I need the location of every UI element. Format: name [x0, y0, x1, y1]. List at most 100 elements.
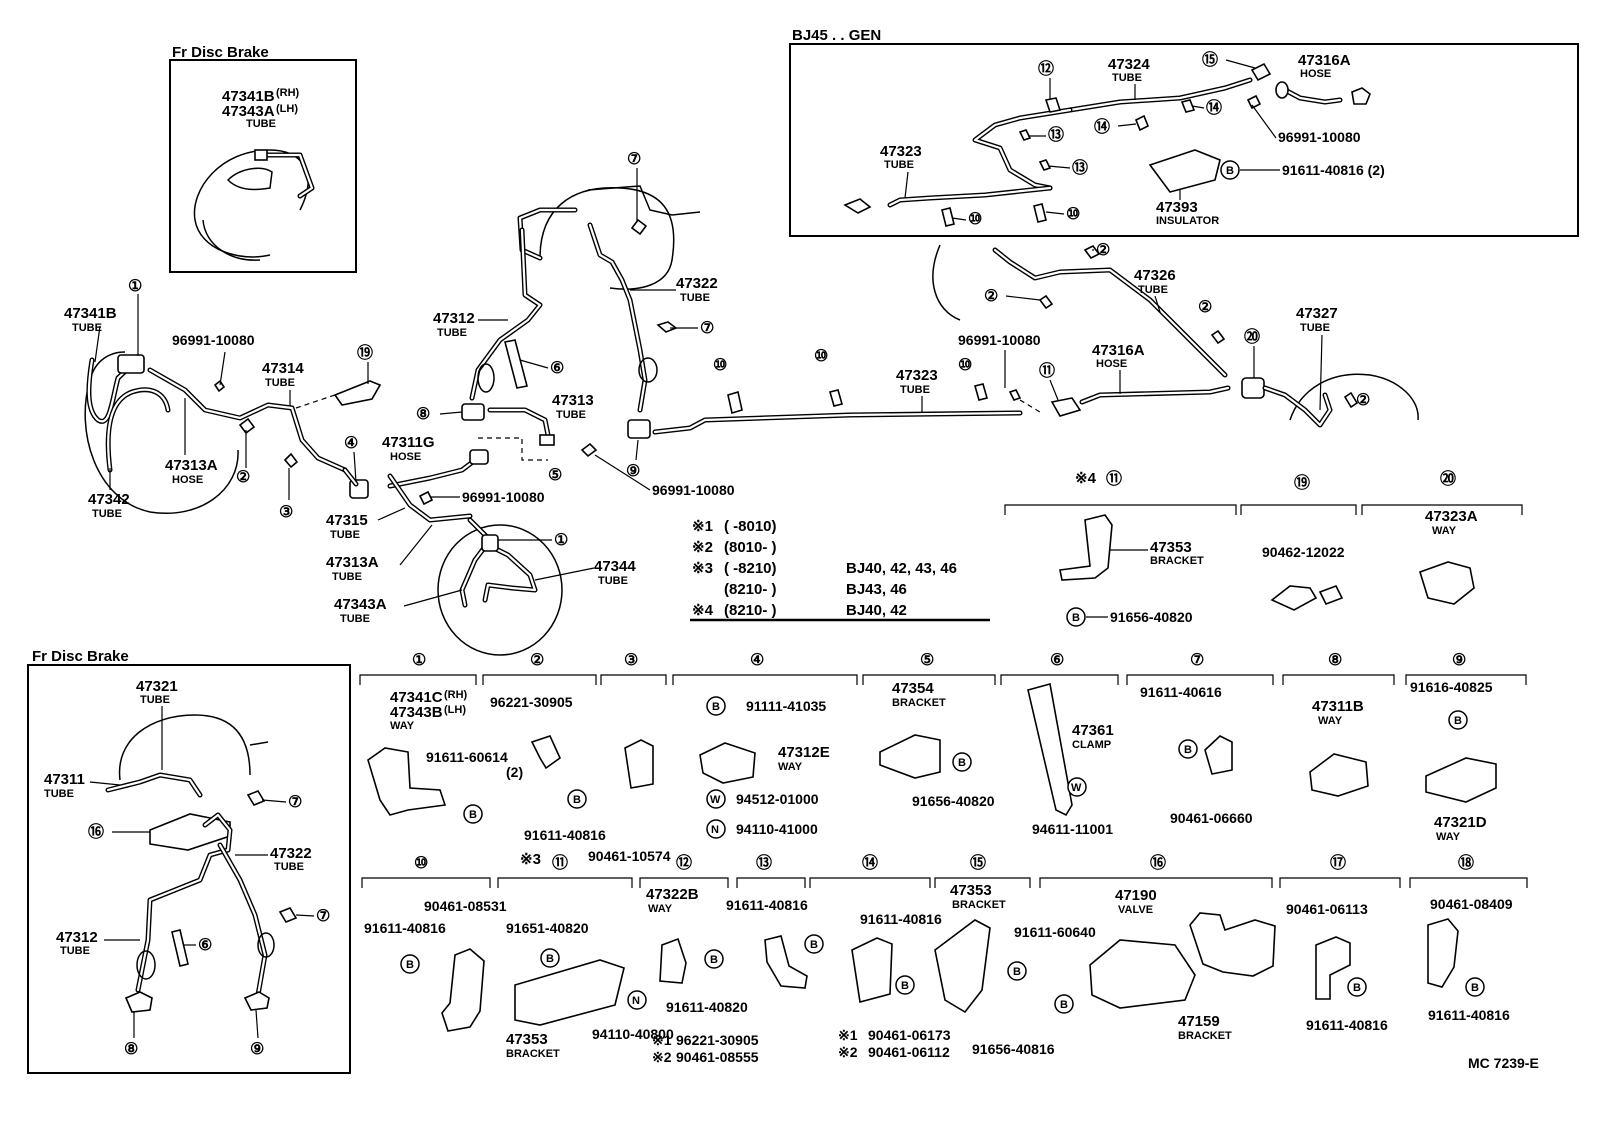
lbl-47316A-main: 47316A	[1092, 342, 1145, 359]
reference-marks: ① ② ③ ④ ⑤ ⑥ ⑦ ⑦ ⑧ ⑨ ⑩ ⑩ ⑩ ⑪ ② ② ② ⑳ ② ⑲ …	[88, 50, 1474, 1058]
d4-w-pn: 94512-01000	[736, 791, 819, 807]
dr3-ref-13: ⑬	[756, 853, 772, 872]
bd-lbl-47311-type: TUBE	[44, 788, 74, 800]
d9-pn2: 47321D	[1434, 814, 1487, 831]
lbl-47344-type: TUBE	[598, 575, 628, 587]
ref-1-b: ①	[554, 532, 568, 549]
d16-type2: BRACKET	[1178, 1030, 1232, 1042]
note2-mark: ※2	[692, 539, 713, 556]
bj-ref-13-b: ⑬	[1072, 158, 1088, 177]
ref-3-a: ③	[279, 504, 293, 521]
lbl-96991-mid: 96991-10080	[462, 489, 545, 505]
d13-pn: 91611-40816	[726, 897, 808, 913]
d4-n-pn: 94110-41000	[736, 821, 818, 837]
d1-pn1: 47341C	[390, 689, 443, 706]
lbl-47313A-mid-type: TUBE	[332, 571, 362, 583]
d16-b-pn: 91611-60640	[1014, 924, 1096, 940]
d11-n-circle: N	[632, 995, 640, 1007]
d4-type: WAY	[778, 761, 803, 773]
dr3-ref-17: ⑰	[1330, 853, 1346, 872]
d1-pn2: 47343B	[390, 704, 443, 721]
dr2-ref-3: ③	[624, 652, 638, 669]
lbl-47327-type: TUBE	[1300, 322, 1330, 334]
ref-20-a: ⑳	[1244, 327, 1260, 346]
d8-type: WAY	[1318, 715, 1343, 727]
top-disc-type: TUBE	[246, 118, 276, 130]
d10-b-circle: B	[406, 959, 414, 971]
d9-pn: 91616-40825	[1410, 679, 1493, 695]
ref-19-a: ⑲	[357, 343, 373, 362]
lbl-47314-type: TUBE	[265, 377, 295, 389]
d16-pn: 47190	[1115, 887, 1157, 904]
lbl-47341B-type: TUBE	[72, 322, 102, 334]
lbl-47343A: 47343A	[334, 596, 387, 613]
lbl-47327: 47327	[1296, 305, 1338, 322]
lbl-47315: 47315	[326, 512, 368, 529]
note4-range: (8210- )	[724, 581, 777, 598]
d4-b-pn: 91111-41035	[746, 698, 826, 714]
top-disc-pn2: 47343A	[222, 103, 275, 120]
d11-pn: 47353	[506, 1031, 548, 1048]
bottom-fr-disc-title: Fr Disc Brake	[32, 648, 129, 665]
ref-2-a: ②	[236, 469, 250, 486]
note3-range: ( -8210)	[724, 560, 777, 577]
dr2-ref-1: ①	[412, 652, 426, 669]
bj-lbl-47393-type: INSULATOR	[1156, 215, 1219, 227]
ref-5-a: ⑤	[548, 467, 562, 484]
ref-4-a: ④	[344, 435, 358, 452]
bottom-fr-disc-brake-panel: Fr Disc Brake 47321 TUBE 47311 TUBE 4732…	[27, 648, 351, 1074]
bj-lbl-47323: 47323	[880, 143, 922, 160]
bj-lbl-47316A: 47316A	[1298, 52, 1351, 69]
dr2-ref-9: ⑨	[1452, 652, 1466, 669]
lbl-47323-main-type: TUBE	[900, 384, 930, 396]
note5-mark: ※4	[692, 602, 714, 619]
d10-pn: 90461-08531	[424, 898, 507, 914]
ref-10-c: ⑩	[958, 357, 972, 374]
d4-n-circle: N	[711, 824, 719, 836]
note5-range: (8210- )	[724, 602, 777, 619]
d11-b-circle: B	[546, 953, 554, 965]
bd-lbl-47321-type: TUBE	[140, 694, 170, 706]
bj-ref-14-b: ⑭	[1206, 98, 1222, 117]
d14-note1-mark: ※1	[838, 1027, 858, 1043]
bj-lbl-96991: 96991-10080	[1278, 129, 1361, 145]
ref-7-a: ⑦	[627, 151, 641, 168]
dr3-ref-14: ⑭	[862, 853, 878, 872]
d4-pn: 47312E	[778, 744, 830, 761]
bd-ref-9: ⑨	[250, 1041, 264, 1058]
lbl-47313: 47313	[552, 392, 594, 409]
lbl-47313A-left: 47313A	[165, 457, 218, 474]
bj-ref-13-a: ⑬	[1048, 125, 1064, 144]
dr1-ref-20: ⑳	[1440, 469, 1456, 488]
dr2-ref-8: ⑧	[1328, 652, 1342, 669]
d11-type: BRACKET	[506, 1048, 560, 1060]
lbl-47343A-type: TUBE	[340, 613, 370, 625]
d1-pn2-suffix: (LH)	[444, 704, 466, 716]
top-disc-rotor-drawing	[193, 149, 315, 261]
d7-b-circle: B	[1184, 744, 1192, 756]
d11-top-mark: ※4	[1075, 470, 1097, 487]
d8-pn: 47311B	[1312, 698, 1364, 715]
bd-lbl-47321: 47321	[136, 678, 178, 695]
top-fr-disc-brake-panel: Fr Disc Brake 47341B (RH) 47343A (LH) TU…	[169, 44, 357, 273]
d11-top-pn: 47353	[1150, 539, 1192, 556]
main-left-assembly: 47341B TUBE 96991-10080 47314 TUBE 47313…	[64, 305, 382, 520]
d17-b-circle: B	[1353, 982, 1361, 994]
serial-notes: ※1 ( -8010) ※2 (8010- ) ※3 ( -8210) BJ40…	[690, 518, 990, 622]
lbl-47313-type: TUBE	[556, 409, 586, 421]
d15-type: BRACKET	[952, 899, 1006, 911]
dr3-ref-16: ⑯	[1150, 853, 1166, 872]
bj-ref-12: ⑫	[1038, 59, 1054, 78]
lbl-47312-type: TUBE	[437, 327, 467, 339]
d6-pn: 47361	[1072, 722, 1114, 739]
d2-b-pn: 91611-40816	[524, 827, 606, 843]
ref-8-a: ⑧	[416, 406, 430, 423]
d7-pn: 91611-40616	[1140, 684, 1222, 700]
lbl-47312: 47312	[433, 310, 475, 327]
note1-range: ( -8010)	[724, 518, 777, 535]
d18-pn: 90461-08409	[1430, 896, 1513, 912]
d11-top-b-pn: 91656-40820	[1110, 609, 1193, 625]
d1-b-pn: 91611-60614	[426, 749, 508, 765]
d16-b-circle: B	[1060, 999, 1068, 1011]
